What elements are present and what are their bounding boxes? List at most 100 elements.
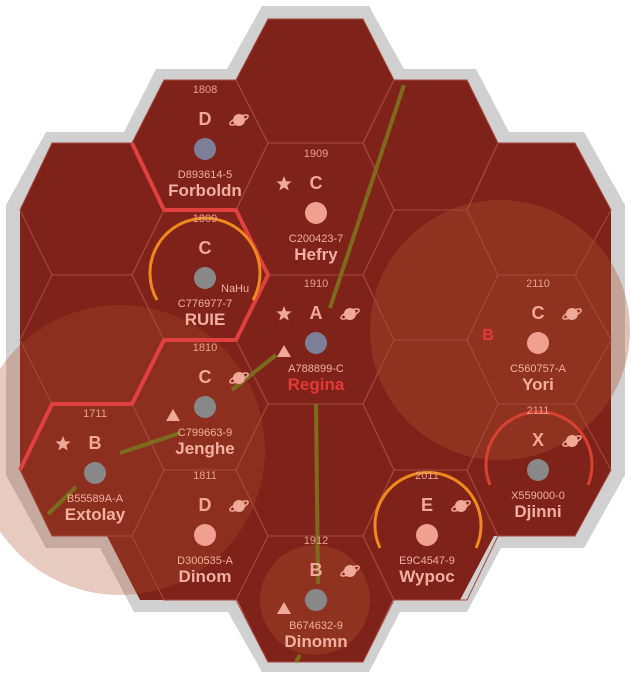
overlay-circle-east — [370, 200, 630, 460]
gas-giant-body — [344, 308, 356, 320]
gas-giant-icon — [562, 435, 582, 447]
gas-giant-ring — [340, 308, 360, 320]
world-name: Dinom — [179, 567, 232, 586]
gas-giant-ring — [562, 308, 582, 320]
hex-number: 1912 — [304, 535, 328, 547]
gas-giant-body — [566, 435, 578, 447]
world-name: Regina — [288, 375, 345, 394]
scout-base-icon — [277, 345, 291, 357]
world-name: Wypoc — [399, 567, 454, 586]
gas-giant-icon — [229, 114, 249, 126]
gas-giant-body — [344, 565, 356, 577]
gas-giant-icon — [562, 308, 582, 320]
gas-giant-body — [233, 372, 245, 384]
gas-giant-ring — [229, 500, 249, 512]
gas-giant-ring — [451, 500, 471, 512]
starport-class: D — [199, 495, 212, 515]
starport-class: C — [199, 367, 212, 387]
starport-class: D — [199, 109, 212, 129]
world-name: Extolay — [65, 505, 126, 524]
world-planet-icon — [194, 524, 216, 546]
starport-class: A — [310, 303, 323, 323]
gas-giant-body — [233, 114, 245, 126]
starport-class: B — [89, 433, 102, 453]
gas-giant-icon — [229, 372, 249, 384]
gas-giant-ring — [562, 435, 582, 447]
base-code: B — [482, 327, 494, 344]
starport-class: X — [532, 430, 544, 450]
hex-number: 1809 — [193, 213, 217, 225]
trade-routes — [46, 84, 406, 663]
uwp-code: C776977-7 — [178, 298, 232, 310]
world-name: Dinomn — [284, 632, 347, 651]
hex-number: 1810 — [193, 342, 217, 354]
world-planet-icon — [527, 459, 549, 481]
uwp-code: C200423-7 — [289, 233, 343, 245]
world-planet-icon — [527, 332, 549, 354]
uwp-code: B674632-9 — [289, 620, 343, 632]
gas-giant-body — [233, 500, 245, 512]
starport-class: B — [310, 560, 323, 580]
gas-giant-ring — [229, 114, 249, 126]
world-planet-icon — [194, 267, 216, 289]
world-name: RUIE — [185, 310, 226, 329]
hex-number: 2110 — [526, 278, 550, 290]
gas-giant-ring — [340, 565, 360, 577]
gas-giant-icon — [340, 565, 360, 577]
scout-base-icon — [166, 409, 180, 421]
uwp-code: D300535-A — [177, 555, 233, 567]
world-planet-icon — [305, 332, 327, 354]
naval-base-icon — [55, 436, 71, 451]
world-planet-icon — [194, 396, 216, 418]
gas-giant-ring — [229, 372, 249, 384]
gas-giant-icon — [451, 500, 471, 512]
travel-zones — [148, 216, 594, 549]
naval-base-icon — [276, 306, 292, 321]
hex-number: 2111 — [527, 405, 550, 417]
hex-number: 1811 — [193, 470, 217, 482]
naval-base-icon — [276, 176, 292, 191]
amber-zone-wypoc — [373, 471, 483, 549]
amber-zone-ruie — [148, 216, 262, 301]
starport-class: C — [310, 173, 323, 193]
world-planet-icon — [84, 462, 106, 484]
starport-class: E — [421, 495, 433, 515]
trade-remark: NaHu — [221, 283, 249, 295]
gas-giant-body — [455, 500, 467, 512]
starport-class: C — [199, 238, 212, 258]
uwp-code: A788899-C — [288, 363, 344, 375]
uwp-code: C799663-9 — [178, 427, 232, 439]
world-name: Jenghe — [175, 439, 235, 458]
world-name: Hefry — [294, 245, 338, 264]
world-planet-icon — [305, 589, 327, 611]
world-name: Yori — [522, 375, 554, 394]
allegiance-border — [18, 142, 271, 471]
gas-giant-icon — [340, 308, 360, 320]
hex-number: 2011 — [415, 470, 439, 482]
world-planet-icon — [194, 138, 216, 160]
hex-number: 1711 — [83, 408, 107, 420]
world-planet-icon — [305, 202, 327, 224]
uwp-code: B55589A-A — [67, 493, 124, 505]
gas-giant-icon — [229, 500, 249, 512]
uwp-code: C560757-A — [510, 363, 566, 375]
starport-class: C — [532, 303, 545, 323]
red-zone-djinni — [484, 410, 594, 486]
hex-number: 1910 — [304, 278, 328, 290]
world-name: Forboldn — [168, 181, 242, 200]
uwp-code: D893614-5 — [178, 169, 232, 181]
hex-number: 1909 — [304, 148, 328, 160]
world-name: Djinni — [514, 502, 561, 521]
